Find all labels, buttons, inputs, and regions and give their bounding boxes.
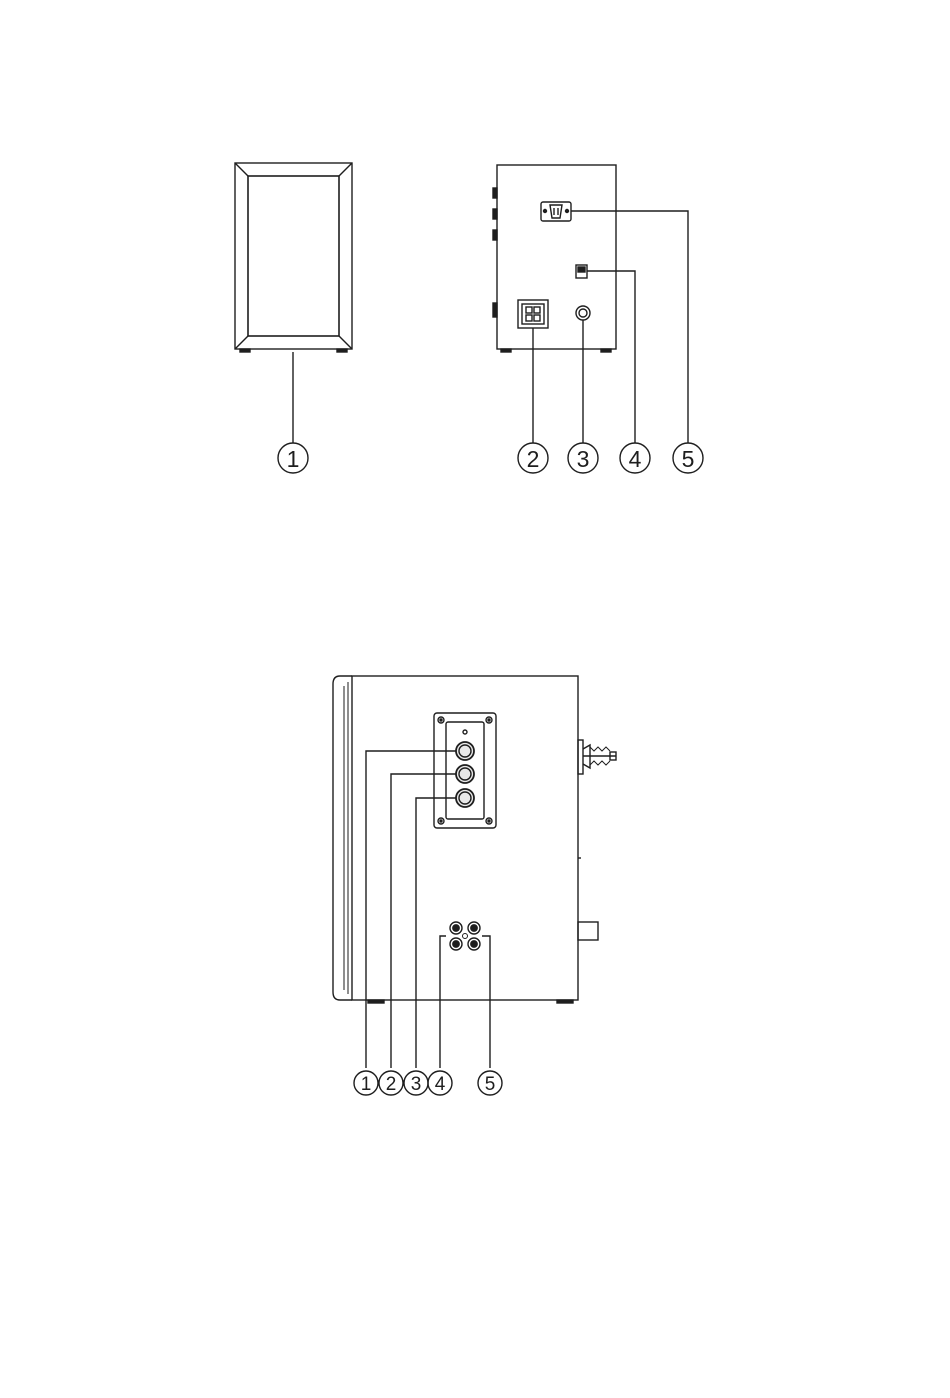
rear-view-speaker	[493, 165, 616, 352]
rca-center-mark	[463, 934, 468, 939]
rear-side-bump	[493, 209, 497, 219]
rear-callout-4: 4	[587, 271, 650, 473]
callout-number: 3	[411, 1074, 422, 1095]
side-foot-left	[368, 1000, 384, 1003]
front-callout-1: 1	[278, 352, 308, 473]
side-cabinet-outline	[352, 676, 578, 1000]
leader-line	[440, 936, 446, 1068]
side-callout-5: 5	[478, 936, 502, 1095]
callout-number: 4	[435, 1074, 446, 1095]
indicator-led	[463, 730, 467, 734]
volume-knob	[456, 742, 474, 760]
callout-number: 1	[287, 446, 300, 472]
leader-line	[587, 271, 635, 443]
callout-number: 2	[386, 1074, 397, 1095]
speaker-terminal	[518, 300, 548, 328]
callout-number: 1	[361, 1074, 372, 1095]
round-jack	[576, 306, 590, 320]
leader-line	[416, 798, 456, 1068]
callout-number: 5	[682, 446, 695, 472]
callout-number: 3	[577, 446, 590, 472]
front-foot-right	[337, 349, 347, 352]
power-plug-protrusion	[578, 740, 616, 774]
rear-callout-5: 5	[571, 211, 703, 473]
side-callout-3: 3	[404, 798, 456, 1095]
side-knob-protrusion	[578, 922, 598, 940]
rear-callout-2: 2	[518, 328, 548, 473]
callout-number: 2	[527, 446, 540, 472]
callout-number: 4	[629, 446, 642, 472]
front-foot-left	[240, 349, 250, 352]
rear-callout-3: 3	[568, 320, 598, 473]
treble-knob	[456, 765, 474, 783]
front-bevel-bl	[235, 336, 248, 349]
rear-cabinet-outline	[497, 165, 616, 349]
power-switch	[576, 265, 587, 278]
rear-foot-right	[601, 349, 611, 352]
rear-side-bump	[493, 303, 497, 317]
bass-knob	[456, 789, 474, 807]
front-cabinet-outline	[235, 163, 352, 349]
front-baffle-edge	[333, 676, 352, 1000]
front-bevel-tl	[235, 163, 248, 176]
rca-input-jacks	[450, 922, 480, 950]
front-bevel-tr	[339, 163, 352, 176]
side-view-speaker	[333, 676, 616, 1003]
leader-line	[571, 211, 688, 443]
side-callout-4: 4	[428, 936, 452, 1095]
power-inlet	[541, 202, 571, 221]
rear-side-bump	[493, 188, 497, 198]
rear-side-bump	[493, 230, 497, 240]
callout-number: 5	[485, 1074, 496, 1095]
side-foot-right	[557, 1000, 573, 1003]
front-grille	[248, 176, 339, 336]
leader-line	[482, 936, 490, 1068]
front-view-speaker	[235, 163, 352, 352]
rear-foot-left	[501, 349, 511, 352]
front-bevel-br	[339, 336, 352, 349]
